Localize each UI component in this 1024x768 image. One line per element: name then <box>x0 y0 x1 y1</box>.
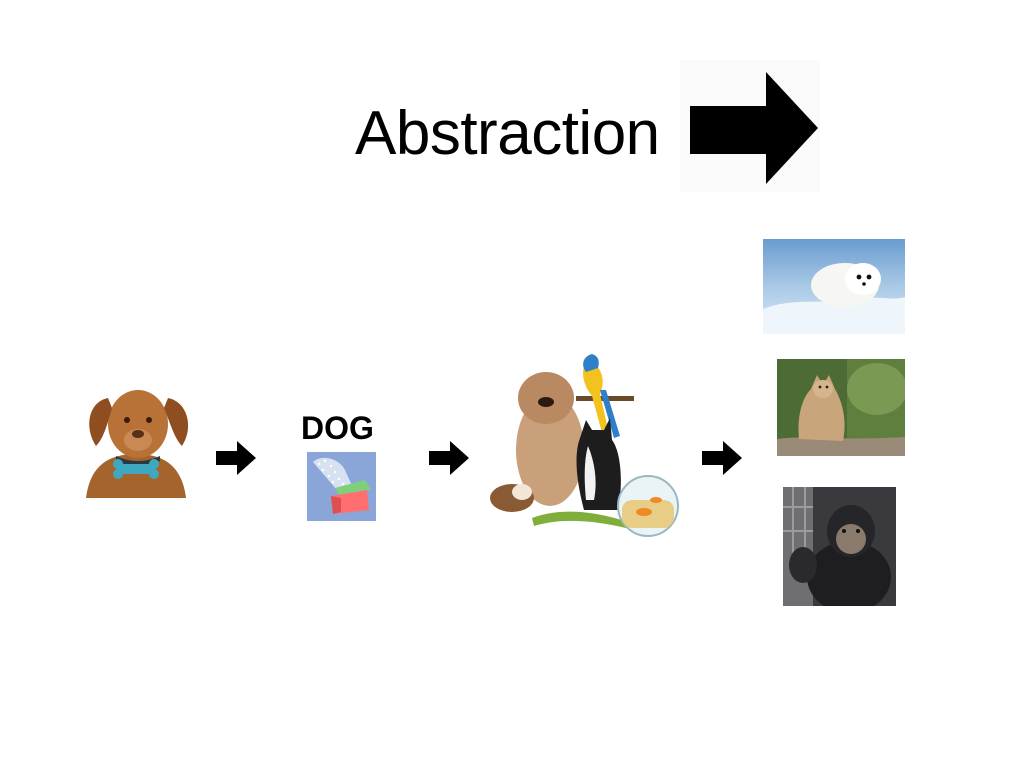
box-with-particles-icon <box>307 452 376 521</box>
slide-title: Abstraction <box>355 96 660 172</box>
puppy-image <box>78 376 194 498</box>
step-arrow-2-icon <box>428 440 470 476</box>
pets-group-image <box>488 350 692 545</box>
step-arrow-3-icon <box>701 440 743 476</box>
concept-label: DOG <box>301 410 374 446</box>
step-arrow-1-icon <box>215 440 257 476</box>
harp-seal-image <box>763 239 905 334</box>
chimpanzee-image <box>783 487 896 606</box>
cougar-image <box>777 359 905 456</box>
title-arrow-icon <box>680 60 820 192</box>
